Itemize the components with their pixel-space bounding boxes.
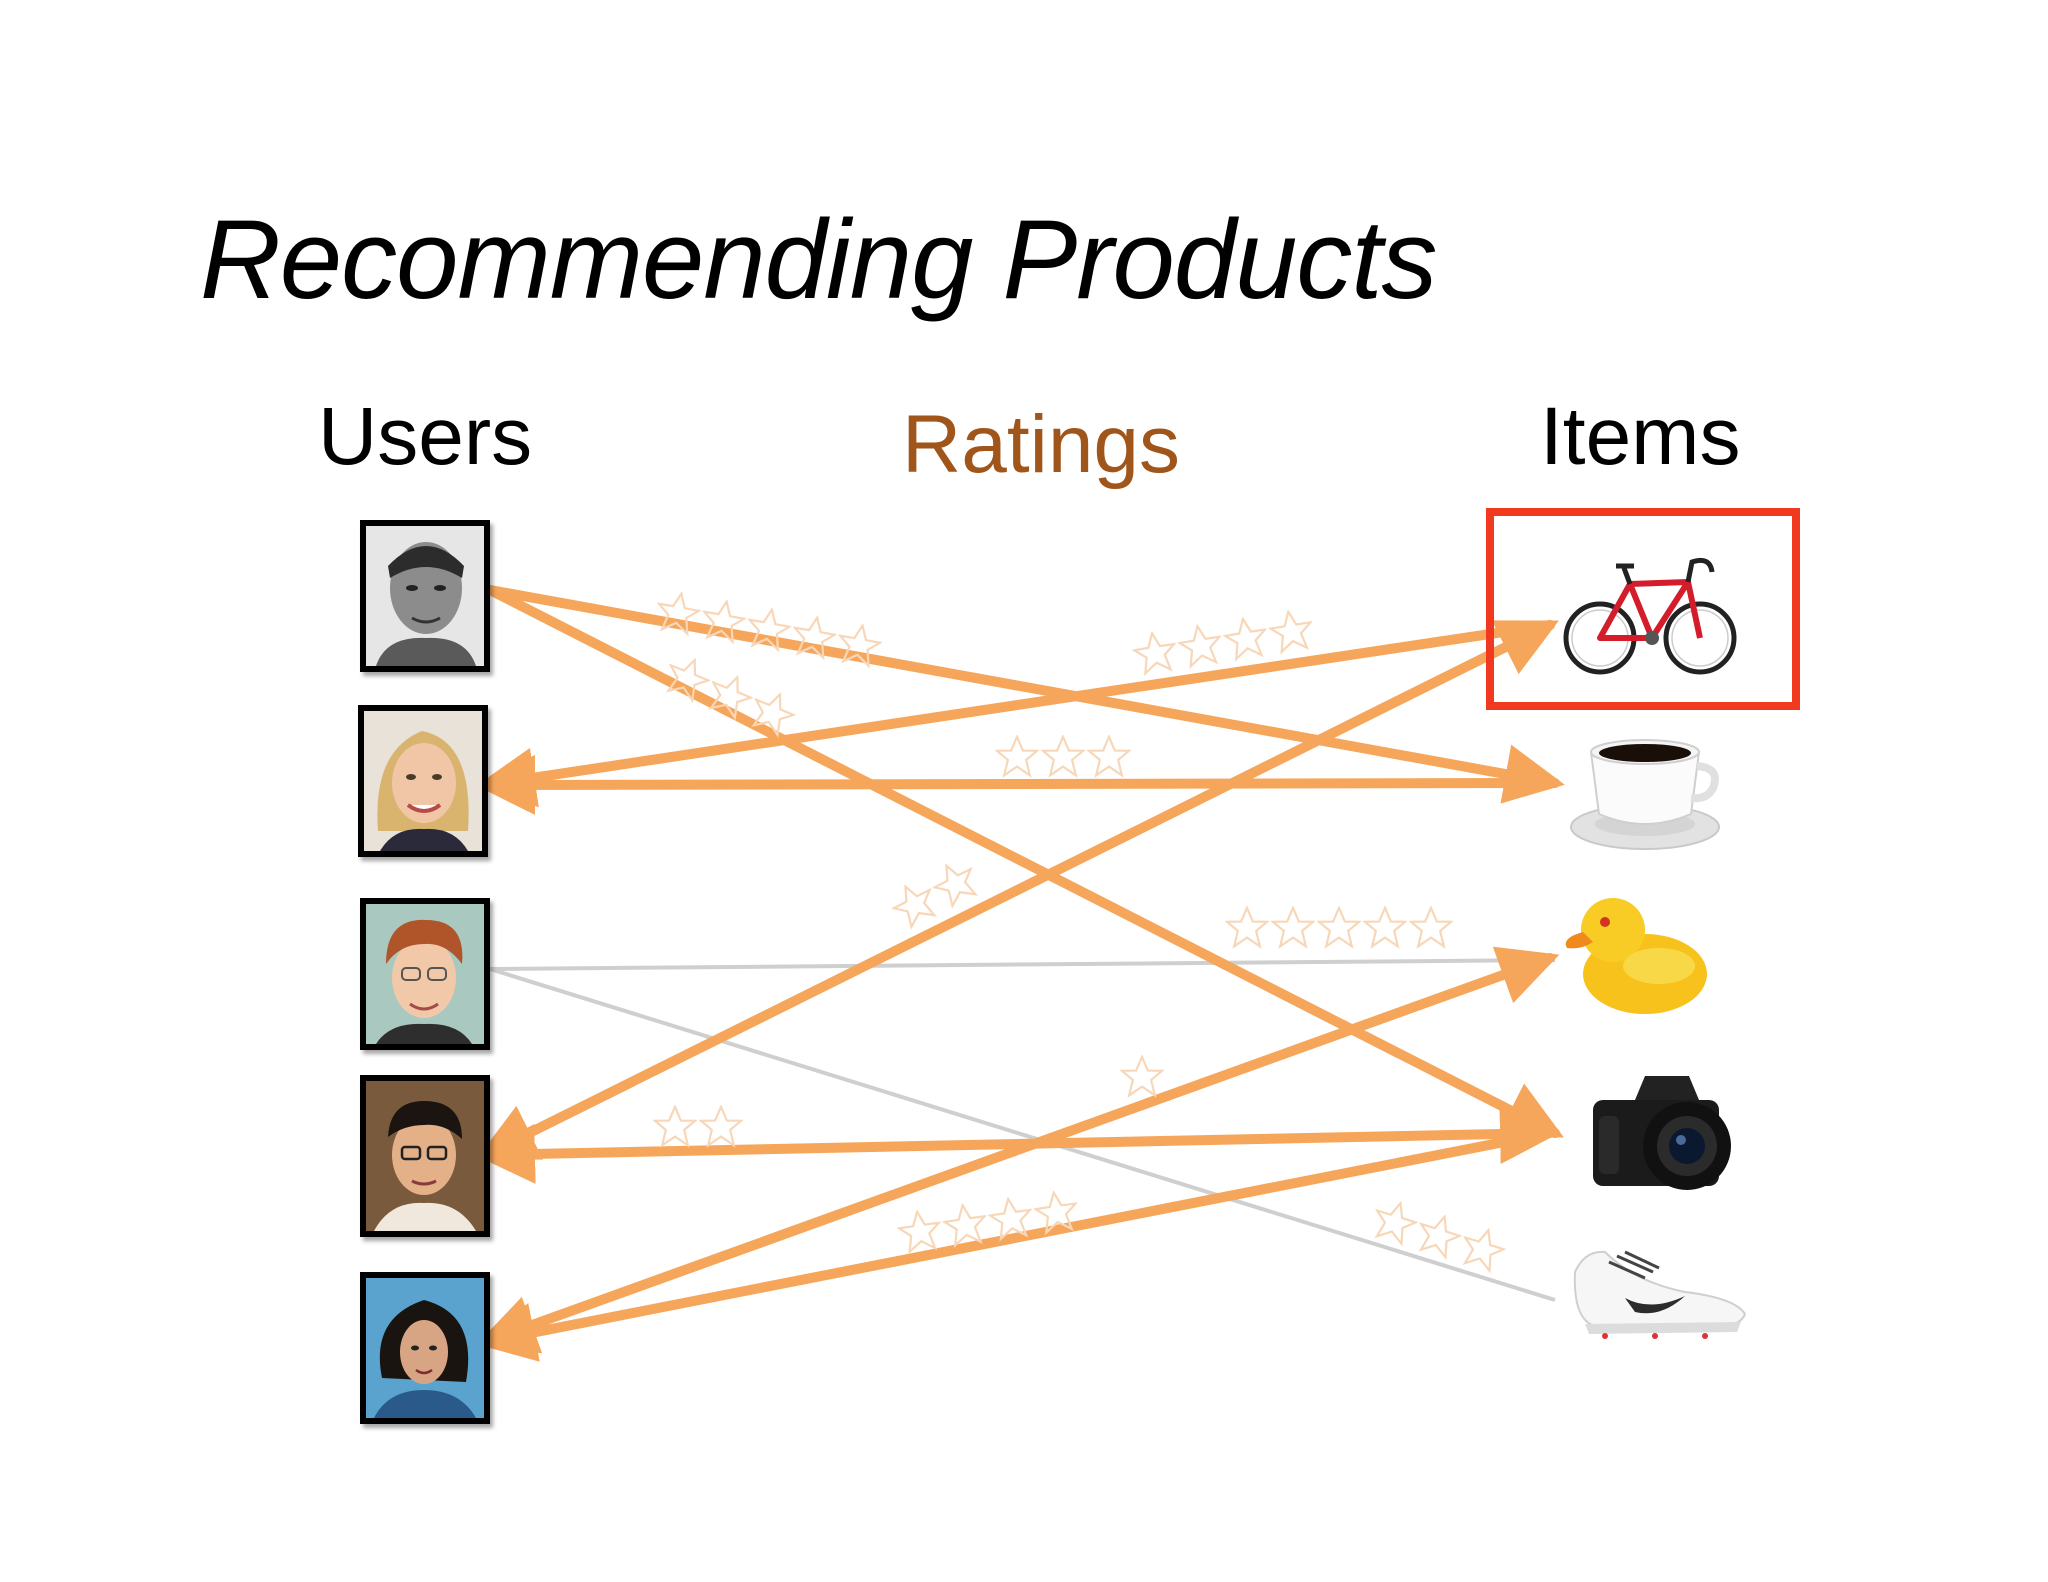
duck-item[interactable] [1555, 888, 1715, 1023]
bicycle-icon [1563, 557, 1737, 675]
stars-user4-camera [653, 1105, 743, 1147]
arrow-user1-coffee [485, 585, 1565, 804]
man-portrait-icon [366, 526, 484, 666]
stars-user3-shoe [1368, 1196, 1509, 1274]
person-portrait-icon [366, 904, 484, 1044]
ratings-label: Ratings [902, 399, 1181, 490]
woman-curly-portrait-icon [366, 1278, 484, 1418]
sneaker-icon [1573, 1250, 1747, 1339]
arrow-user5-duck [475, 946, 1560, 1354]
user-avatar-2 [358, 705, 488, 857]
arrow-camera-user5 [475, 1128, 1555, 1362]
user-avatar-1 [360, 520, 490, 672]
young-man-portrait-icon [366, 1081, 484, 1231]
stars-user5-duck [1120, 1055, 1164, 1097]
coffee-cup-icon [1570, 739, 1720, 850]
highlighted-item-box [1486, 508, 1800, 710]
arrow-user1-camera [485, 585, 1564, 1138]
user-avatar-3 [360, 898, 490, 1050]
shoe-item[interactable] [1565, 1232, 1755, 1357]
stars-coffee-user2 [995, 735, 1131, 777]
users-label: Users [318, 391, 533, 482]
arrow-coffee-user2 [475, 754, 1555, 815]
stars-user3-duck [1225, 906, 1453, 948]
slide-title: Recommending Products [200, 197, 1437, 322]
link-user3-duck [489, 958, 1556, 971]
dslr-camera-icon [1593, 1076, 1731, 1190]
bicycle-item[interactable] [1560, 538, 1740, 693]
user-avatar-5 [360, 1272, 490, 1424]
coffee-item[interactable] [1565, 722, 1725, 867]
stars-user1-camera [660, 651, 800, 739]
rubber-duck-icon [1565, 898, 1707, 1014]
rating-arrows [475, 585, 1565, 1362]
items-label: Items [1540, 391, 1741, 482]
woman-portrait-icon [364, 711, 482, 851]
camera-item[interactable] [1585, 1070, 1745, 1205]
user-avatar-4 [360, 1075, 490, 1237]
